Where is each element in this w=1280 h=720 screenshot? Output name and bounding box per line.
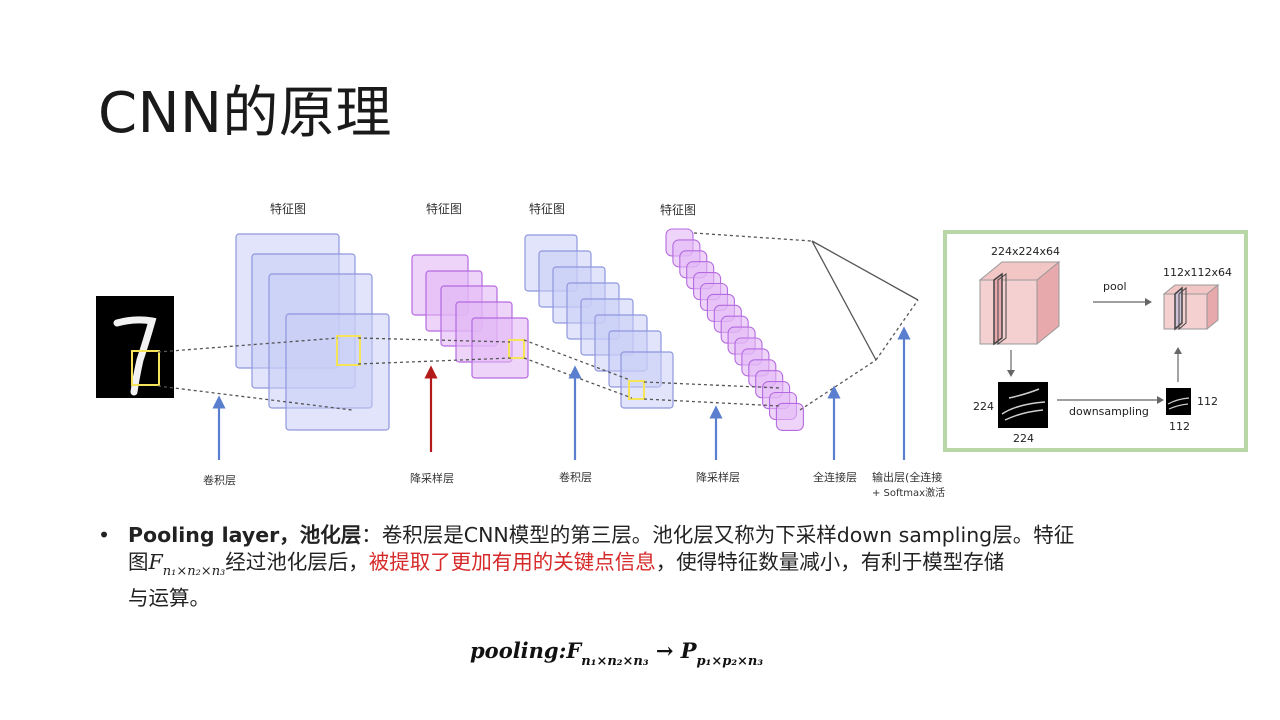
conv1-feature-maps xyxy=(235,233,390,431)
bullet-dot: • xyxy=(98,523,111,547)
feature-map-label: 特征图 xyxy=(270,201,306,216)
input-size-left: 224 xyxy=(973,400,994,413)
output-dim-label: 112x112x64 xyxy=(1163,266,1232,279)
feature-map-label: 特征图 xyxy=(426,201,462,216)
conv2-feature-maps xyxy=(524,234,674,409)
input-feature-image xyxy=(998,382,1048,428)
formula-P-subscript: p₁×p₂×n₃ xyxy=(696,654,764,669)
layer-label: 降采样层 xyxy=(410,471,454,485)
pool-label: pool xyxy=(1103,280,1127,293)
bullet-text-3: 与运算。 xyxy=(128,586,210,610)
layer-label: 卷积层 xyxy=(203,473,236,487)
formula-lhs: pooling xyxy=(470,638,559,663)
pooling-inset-drawing: 224x224x64 112x112x64 pool 224 224 downs… xyxy=(973,245,1232,445)
output-size-right: 112 xyxy=(1197,395,1218,408)
downsampling-label: downsampling xyxy=(1069,405,1149,418)
formula-F: F xyxy=(566,638,582,663)
bullet-text-2-mid: 经过池化层后， xyxy=(225,550,369,574)
formula-colon: : xyxy=(558,638,567,663)
feature-map-label: 特征图 xyxy=(660,202,696,217)
bullet-body: Pooling layer，池化层：卷积层是CNN模型的第三层。池化层又称为下采… xyxy=(128,522,1188,612)
feature-map-symbol: F xyxy=(148,550,163,574)
formula-F-subscript: n₁×n₂×n₃ xyxy=(581,654,649,669)
layer-label: 卷积层 xyxy=(559,470,592,484)
formula-arrow: → xyxy=(648,638,681,663)
slide-title: CNN的原理 xyxy=(98,81,392,146)
layer-label: 全连接层 xyxy=(813,470,857,484)
output-feature-image xyxy=(1166,388,1191,415)
pooled-map-17 xyxy=(775,402,804,431)
feature-map-subscript: n₁×n₂×n₃ xyxy=(162,564,226,579)
bullet-text-1: ：卷积层是CNN模型的第三层。池化层又称为下采样down sampling层。特… xyxy=(361,523,1075,547)
fc-lines xyxy=(811,240,919,361)
formula-P: P xyxy=(680,638,697,663)
output-layer-label: 输出层(全连接 xyxy=(872,470,942,484)
output-size-bottom: 112 xyxy=(1169,420,1190,433)
conv1-kernel-box xyxy=(336,335,361,366)
conv2-kernel-box xyxy=(628,380,645,400)
input-volume xyxy=(978,260,1061,346)
feature-map-label: 特征图 xyxy=(529,201,565,216)
bullet-text-2-prefix: 图 xyxy=(128,550,149,574)
pool2-feature-maps xyxy=(665,228,804,431)
projection-lines xyxy=(157,232,919,411)
input-digit-image xyxy=(96,296,174,398)
input-dim-label: 224x224x64 xyxy=(991,245,1060,258)
pool1-feature-maps xyxy=(411,254,529,379)
cnn-diagram: 特征图 特征图 特征图 特征图 卷积层 降采样层 卷积层 降采样层 全连接层 输… xyxy=(96,201,945,499)
highlight-text: 被提取了更加有用的关键点信息 xyxy=(368,550,656,574)
bullet-lead: Pooling layer，池化层 xyxy=(128,523,362,547)
output-layer-label-2: + Softmax激活 xyxy=(872,486,945,499)
layer-label: 降采样层 xyxy=(696,470,740,484)
layer-arrows xyxy=(212,326,911,460)
bullet-text-2-end: ，使得特征数量减小，有利于模型存储 xyxy=(655,550,1005,574)
input-size-bottom: 224 xyxy=(1013,432,1034,445)
pooling-inset: 224x224x64 112x112x64 pool 224 224 downs… xyxy=(943,230,1248,452)
pooling-formula: pooling:Fn₁×n₂×n₃ → Pp₁×p₂×n₃ xyxy=(470,638,763,669)
pool1-window-box xyxy=(508,339,525,359)
output-volume xyxy=(1162,283,1220,331)
